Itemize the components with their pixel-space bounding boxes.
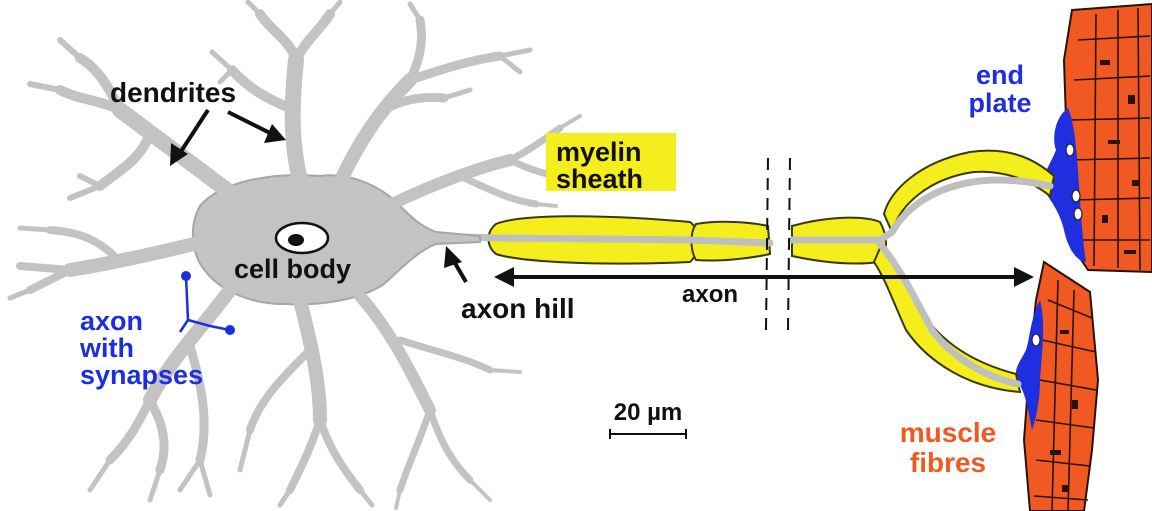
label-scale: 20 µm — [614, 399, 683, 426]
label-myelin-2: sheath — [556, 164, 643, 194]
axon-myelin — [420, 151, 1054, 392]
nucleus — [276, 223, 328, 253]
label-synapses-1: axon — [80, 306, 143, 336]
label-synapses-2: with — [79, 333, 134, 363]
label-muscle-1: muscle — [900, 417, 997, 448]
label-cell-body: cell body — [234, 254, 351, 284]
label-axon-hill: axon hill — [461, 293, 575, 324]
label-muscle-2: fibres — [910, 447, 986, 478]
myelin-upper-branch — [884, 151, 1054, 232]
scale-bar — [610, 429, 686, 439]
dendrites-arrow-left — [178, 110, 208, 156]
label-end-plate-2: plate — [968, 88, 1031, 118]
label-synapses-3: synapses — [80, 360, 203, 390]
label-axon: axon — [682, 281, 738, 308]
muscle-fibres — [1024, 4, 1152, 511]
label-myelin-1: myelin — [556, 137, 642, 167]
label-dendrites: dendrites — [110, 77, 236, 108]
dendrites-arrow-right — [228, 112, 272, 134]
label-end-plate-1: end — [976, 60, 1024, 90]
